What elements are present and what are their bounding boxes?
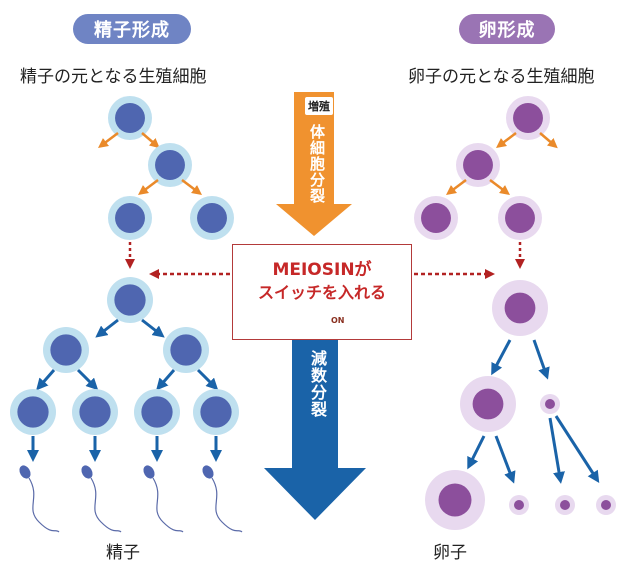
meiosis-label: 減数分裂 <box>308 350 327 418</box>
sperm-head-2 <box>81 465 93 479</box>
spermatogenesis-subtitle: 精子の元となる生殖細胞 <box>20 67 207 87</box>
egg-arrow-2a <box>446 179 467 195</box>
spermatid-3 <box>141 396 173 428</box>
mitosis-arrow <box>276 92 352 236</box>
sperm-mitosis-cell-2b <box>197 203 227 233</box>
primary-spermatocyte <box>114 284 146 316</box>
egg-arrow-2b <box>489 179 510 195</box>
sperm-head-3 <box>143 465 155 479</box>
sperm-tail-4 <box>211 477 243 533</box>
switch-on-label: ON <box>331 316 345 325</box>
switch-line-1: MEIOSINが <box>272 260 372 280</box>
sperm-arrow-3a <box>95 318 119 338</box>
sperm-arrow-4b <box>76 368 99 391</box>
spermatid-2 <box>79 396 111 428</box>
polar-body-4-nucleus <box>601 500 611 510</box>
primary-oocyte-nucleus <box>504 292 536 324</box>
sperm-result-label: 精子 <box>106 543 140 563</box>
spermatid-1 <box>17 396 49 428</box>
meiosis-arrow <box>264 340 366 520</box>
spermatogenesis-title: 精子形成 <box>73 14 191 44</box>
sperm-arrow-1a <box>98 132 119 148</box>
egg-arrow-1a <box>496 132 517 148</box>
egg-arrow-4c <box>548 417 565 484</box>
sperm-head-4 <box>202 465 214 479</box>
sperm-stem-cell <box>115 103 145 133</box>
sperm-arrow-4d <box>196 368 219 391</box>
sperm-mitosis-cell-1 <box>155 150 185 180</box>
secondary-oocyte-nucleus <box>472 388 504 420</box>
egg-arrow-1b <box>539 132 558 149</box>
sperm-mitosis-cell-2a <box>115 203 145 233</box>
mitosis-tag: 増殖 <box>305 97 333 115</box>
egg-mitosis-cell-1 <box>463 150 493 180</box>
sperm-arrow-2a <box>138 179 159 195</box>
egg-arrow-3a <box>491 339 512 376</box>
egg-arrow-4d <box>554 415 600 484</box>
secondary-spermatocyte-b <box>170 334 202 366</box>
mature-egg-nucleus <box>438 483 472 517</box>
egg-mitosis-cell-2b <box>505 203 535 233</box>
sperm-arrow-4a <box>36 369 56 391</box>
meiosin-switch-box: MEIOSINが スイッチを入れる <box>232 244 412 340</box>
oogenesis-title: 卵形成 <box>459 14 555 44</box>
egg-result-label: 卵子 <box>433 543 467 563</box>
mitosis-label: 体細胞分裂 <box>308 124 326 204</box>
sperm-arrow-2b <box>181 179 202 195</box>
secondary-spermatocyte-a <box>50 334 82 366</box>
polar-body-2-nucleus <box>514 500 524 510</box>
egg-arrow-4b <box>494 435 516 484</box>
sperm-arrow-4c <box>156 369 176 391</box>
oogenesis-subtitle: 卵子の元となる生殖細胞 <box>408 67 595 87</box>
sperm-tail-1 <box>28 477 60 533</box>
polar-body-3-nucleus <box>560 500 570 510</box>
sperm-tail-2 <box>90 477 122 533</box>
egg-arrow-4a <box>467 435 486 470</box>
egg-arrow-3b <box>532 339 550 380</box>
sperm-arrow-1b <box>141 132 160 149</box>
egg-mitosis-cell-2a <box>421 203 451 233</box>
sperm-arrow-3b <box>141 318 165 338</box>
egg-stem-cell <box>513 103 543 133</box>
switch-line-2: スイッチを入れる <box>257 283 386 302</box>
polar-body-1-nucleus <box>545 399 555 409</box>
spermatid-4 <box>200 396 232 428</box>
sperm-head-1 <box>19 465 31 479</box>
sperm-tail-3 <box>152 477 184 533</box>
